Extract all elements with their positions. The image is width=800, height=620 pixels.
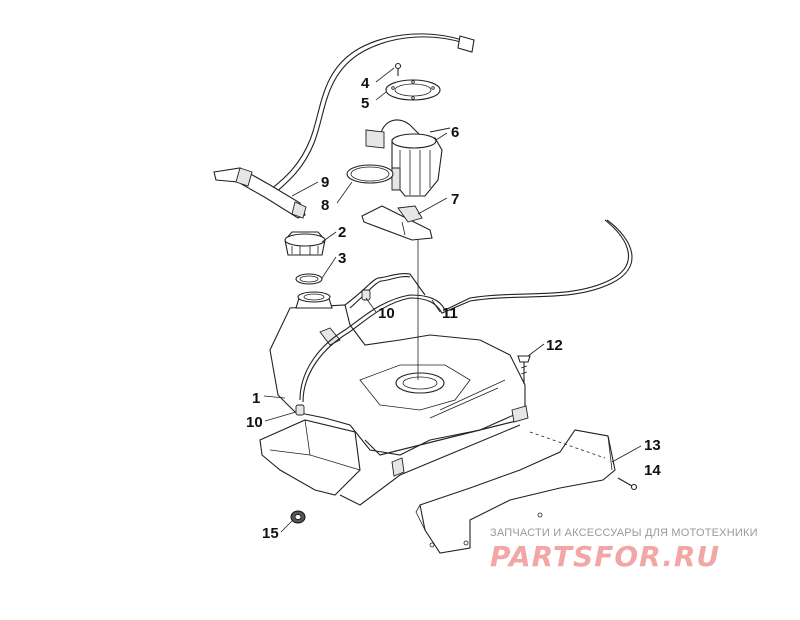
screw-14 bbox=[617, 477, 638, 491]
callout-15: 15 bbox=[262, 525, 279, 542]
grommet-15 bbox=[290, 510, 306, 524]
callout-1: 1 bbox=[252, 390, 260, 407]
pump-o-ring bbox=[346, 164, 394, 184]
callout-5: 5 bbox=[361, 95, 369, 112]
vent-hoses bbox=[299, 219, 633, 403]
vent-hose-9 bbox=[213, 33, 475, 219]
filler-cap bbox=[284, 231, 326, 256]
cap-gasket bbox=[295, 273, 323, 285]
heat-shield bbox=[415, 429, 616, 554]
callout-11: 11 bbox=[442, 305, 458, 322]
callout-7: 7 bbox=[451, 191, 459, 208]
bolt-12 bbox=[517, 355, 531, 384]
callout-4: 4 bbox=[361, 75, 370, 92]
callout-9: 9 bbox=[321, 174, 329, 191]
pump-flange-5 bbox=[385, 79, 441, 101]
callout-14: 14 bbox=[644, 462, 661, 479]
hose-clamp-lower bbox=[295, 404, 305, 416]
screw-4 bbox=[394, 62, 402, 76]
callout-10-upper: 10 bbox=[378, 305, 395, 322]
hose-clamp-upper bbox=[361, 289, 371, 301]
sender-bracket bbox=[361, 205, 433, 241]
fuel-pump bbox=[365, 119, 451, 197]
callout-13: 13 bbox=[644, 437, 661, 454]
callout-6: 6 bbox=[451, 124, 459, 141]
watermark-logo: PARTSFOR.RU bbox=[490, 540, 721, 573]
callout-3: 3 bbox=[338, 250, 346, 267]
callout-12: 12 bbox=[546, 337, 563, 354]
watermark-caption: ЗАПЧАСТИ И АКСЕССУАРЫ ДЛЯ МОТОТЕХНИКИ bbox=[490, 527, 758, 539]
callout-10-lower: 10 bbox=[246, 414, 263, 431]
callout-8: 8 bbox=[321, 197, 329, 214]
leader-lines bbox=[263, 67, 642, 533]
callout-2: 2 bbox=[338, 224, 346, 241]
